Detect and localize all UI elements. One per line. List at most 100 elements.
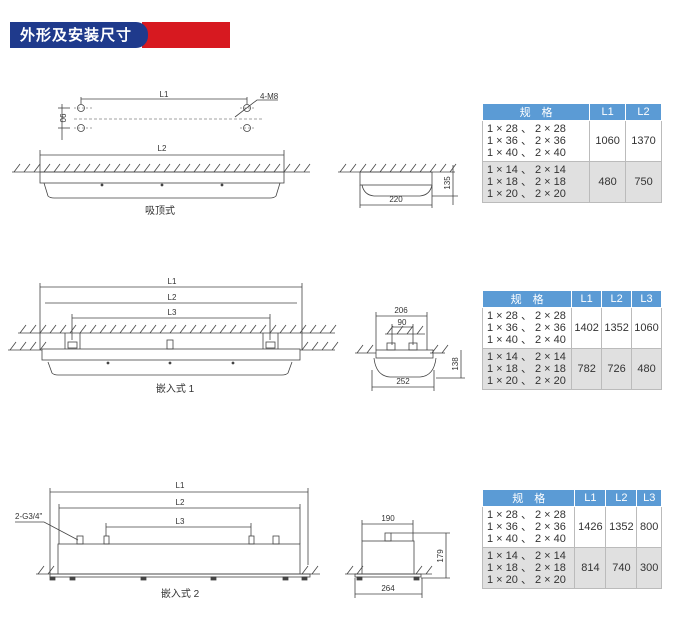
l1-cell: 1060 <box>589 120 627 162</box>
hatch-stroke <box>213 163 221 173</box>
side-ceiling-hatch <box>385 325 425 335</box>
dim-l3-label: L3 <box>176 517 185 526</box>
hatch-stroke <box>396 325 404 335</box>
hole-pattern <box>58 97 278 140</box>
l3-cell: 300 <box>636 547 662 589</box>
section-banner: 外形及安装尺寸 <box>10 22 230 48</box>
l2-cell: 740 <box>605 547 638 589</box>
hatch-stroke <box>303 163 311 173</box>
floor-hatch-right <box>300 565 320 575</box>
header-l3: L3 <box>631 290 662 308</box>
header-l2: L2 <box>625 103 662 121</box>
hatch-stroke <box>69 324 77 334</box>
hatch-stroke <box>356 344 364 354</box>
caption-recessed-1: 嵌入式 1 <box>156 382 195 395</box>
dim-l1-label: L1 <box>160 90 169 99</box>
hatch-stroke <box>19 324 27 334</box>
lower-ceiling-hatch-left <box>8 341 47 351</box>
hatch-stroke <box>419 163 427 173</box>
hatch-stroke <box>439 163 447 173</box>
hatch-stroke <box>143 163 151 173</box>
center-fitting <box>166 339 174 350</box>
hatch-stroke <box>73 163 81 173</box>
hatch-stroke <box>269 324 277 334</box>
hatch-stroke <box>153 163 161 173</box>
dim-l3-label: L3 <box>168 308 177 317</box>
caption-recessed-2: 嵌入式 2 <box>161 587 200 600</box>
thread-label: 2-G3/4" <box>15 512 42 521</box>
l2-cell: 750 <box>625 161 662 203</box>
hatch-stroke <box>319 324 327 334</box>
hatch-stroke <box>39 341 47 351</box>
hatch-stroke <box>29 341 37 351</box>
hatch-stroke <box>229 324 237 334</box>
hatch-stroke <box>273 163 281 173</box>
hatch-stroke <box>399 163 407 173</box>
hatch-stroke <box>149 324 157 334</box>
hatch-stroke <box>301 565 309 575</box>
l2-cell: 1352 <box>601 307 633 349</box>
hatch-stroke <box>123 163 131 173</box>
hatch-stroke <box>63 163 71 173</box>
hatch-stroke <box>203 163 211 173</box>
hatch-stroke <box>193 163 201 173</box>
hatch-stroke <box>299 324 307 334</box>
side-hatch-right <box>414 565 433 575</box>
table-header: 规 格 L1 L2 L3 <box>481 489 662 507</box>
hatch-stroke <box>189 324 197 334</box>
fixture-diffuser <box>43 182 281 199</box>
hatch-stroke <box>183 163 191 173</box>
hatch-stroke <box>283 163 291 173</box>
hole-spacing-label: 90 <box>58 114 67 123</box>
hatch-stroke <box>369 163 377 173</box>
hatch-stroke <box>199 324 207 334</box>
side-width-label: 220 <box>389 195 403 204</box>
side-height-label: 138 <box>451 357 460 371</box>
hatch-stroke <box>253 163 261 173</box>
hatch-stroke <box>233 163 241 173</box>
hatch-stroke <box>311 341 319 351</box>
header-spec: 规 格 <box>481 489 576 507</box>
l2-cell: 1352 <box>605 506 638 548</box>
hatch-stroke <box>47 565 55 575</box>
hatch-stroke <box>349 163 357 173</box>
hatch-stroke <box>219 324 227 334</box>
side-top-width-label: 190 <box>381 514 395 523</box>
hatch-stroke <box>93 163 101 173</box>
hatch-stroke <box>279 324 287 334</box>
hatch-stroke <box>39 324 47 334</box>
hatch-stroke <box>83 163 91 173</box>
hatch-stroke <box>129 324 137 334</box>
hatch-stroke <box>289 324 297 334</box>
header-l1: L1 <box>571 290 603 308</box>
dim-l2-label: L2 <box>158 144 167 153</box>
hatch-stroke <box>386 325 394 335</box>
hatch-stroke <box>169 324 177 334</box>
hatch-stroke <box>59 324 67 334</box>
drawing-recessed-1: L1 L2 L3 嵌入式 1 206 90 252 138 <box>8 277 465 395</box>
hatch-stroke <box>49 324 57 334</box>
hatch-stroke <box>366 344 374 354</box>
hatch-stroke <box>301 341 309 351</box>
hatch-stroke <box>309 324 317 334</box>
header-l2: L2 <box>605 489 638 507</box>
side-lower-hatch-left <box>355 344 376 354</box>
hatch-stroke <box>321 341 329 351</box>
side-ceiling-hatch <box>338 163 457 173</box>
side-width-label: 264 <box>381 584 395 593</box>
hatch-stroke <box>163 163 171 173</box>
dim-l1-label: L1 <box>176 481 185 490</box>
ceiling-hatch <box>18 324 337 334</box>
hatch-stroke <box>223 163 231 173</box>
floor-hatch-left <box>36 565 58 575</box>
hatch-stroke <box>113 163 121 173</box>
l1-cell: 782 <box>571 348 603 390</box>
hatch-stroke <box>331 341 339 351</box>
